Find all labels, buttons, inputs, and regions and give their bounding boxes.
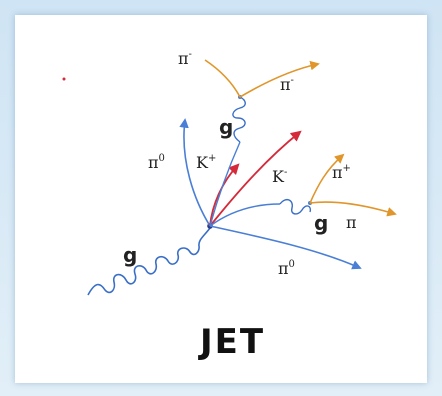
label-pi-right: π [346, 213, 357, 232]
pi-plus-track [309, 153, 345, 204]
pi0-bottom-track [209, 225, 362, 270]
label-gluon-top: g [219, 115, 233, 139]
pi0-left-track [179, 118, 211, 227]
label-k-minus: K- [272, 167, 287, 186]
pi-minus-top-track [204, 59, 241, 98]
label-pi-plus: π+ [332, 163, 351, 182]
diagram-title: JET [198, 322, 265, 362]
label-pi-minus-right: π- [280, 75, 294, 94]
label-k-plus: K+ [196, 153, 216, 172]
diagram-card [15, 15, 427, 383]
gluon-incoming [87, 227, 211, 296]
label-gluon-left: g [123, 243, 137, 267]
label-pi-minus-top: π- [178, 49, 192, 68]
kminus-track [209, 130, 302, 227]
gluon-right-curl [279, 198, 312, 215]
pi-minus-right-track [239, 60, 320, 98]
gluon-top-stem [209, 141, 241, 227]
gluon-right-track [209, 203, 281, 227]
stray-dot [62, 77, 66, 81]
label-gluon-right: g [314, 211, 328, 235]
pi-right-track [309, 201, 397, 217]
label-pi-zero-bottom: π0 [278, 259, 295, 278]
label-pi-zero-left: π0 [148, 153, 165, 172]
kplus-track [209, 163, 240, 227]
gluon-top-curl [232, 96, 246, 143]
